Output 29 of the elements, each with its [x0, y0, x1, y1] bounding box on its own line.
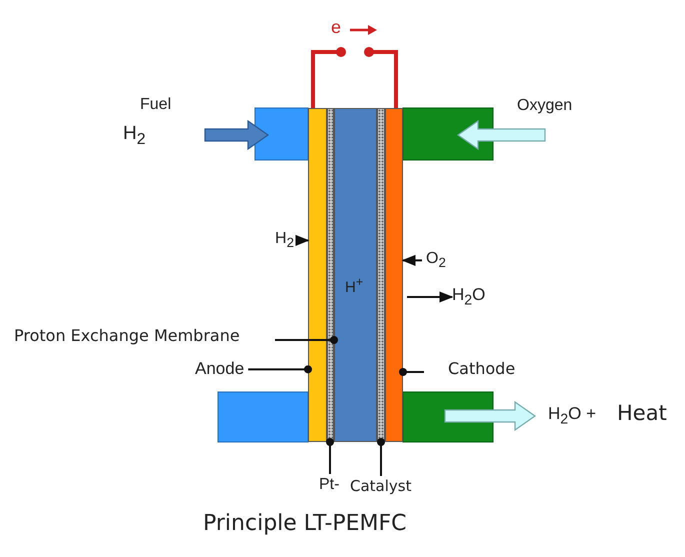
arrow [407, 291, 454, 303]
membrane-layer [334, 108, 377, 442]
arrow [402, 254, 422, 266]
catalyst-layer [377, 108, 385, 442]
part-label: Cathode [448, 360, 516, 378]
leader-line [248, 365, 312, 374]
inlet-label: Oxygen [517, 97, 572, 115]
part-label: Anode [195, 360, 244, 379]
catalyst-layer [327, 108, 334, 442]
leader-line [399, 368, 424, 376]
part-label: Proton Exchange Membrane [14, 327, 240, 345]
formula-label: H$_{2}$O + [548, 405, 596, 428]
part-label: Pt- [319, 476, 340, 494]
caption: Principle LT-PEMFC [203, 512, 407, 536]
arrow [295, 234, 310, 246]
cathode-layer [385, 108, 403, 442]
formula-label: H$_{2}$ [123, 124, 146, 148]
leader-line [326, 438, 334, 474]
leader-line [377, 438, 385, 476]
formula-label: H$_{2}$ [275, 230, 294, 251]
anode-layer [308, 108, 327, 442]
part-label: Catalyst [350, 478, 412, 494]
formula-label: H$_{2}$O [452, 286, 486, 309]
electron-label: e [331, 18, 342, 38]
outlet-label: Heat [617, 402, 667, 426]
formula-label: O$_{2}$ [426, 250, 446, 271]
formula-label: H$^{+}$ [345, 276, 364, 296]
inlet-label: Fuel [140, 96, 172, 114]
leader-line [275, 336, 338, 344]
